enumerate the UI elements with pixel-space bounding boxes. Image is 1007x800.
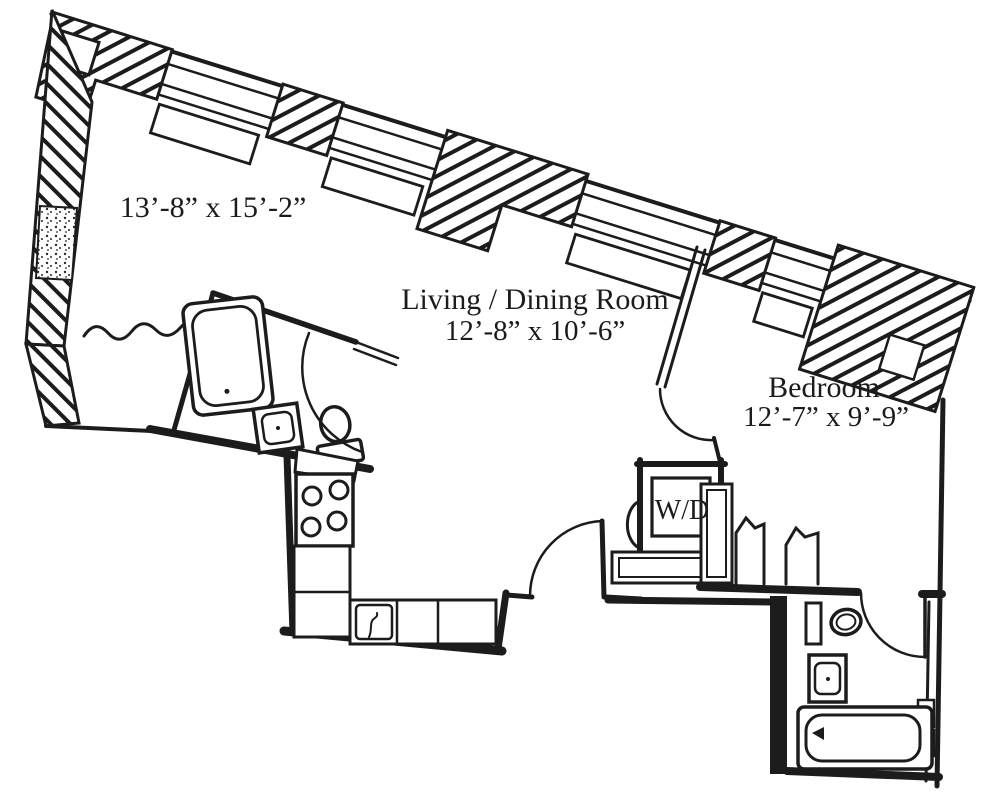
- window-sill: [751, 290, 815, 339]
- closet-front: [784, 525, 820, 586]
- bedroom-dimensions-label: 12’-7” x 9’-9”: [743, 401, 909, 433]
- sink-basin: [813, 661, 842, 696]
- plumbing-wall: [770, 596, 787, 774]
- kitchen: [292, 447, 498, 646]
- kitchen-left-wall: [283, 452, 297, 637]
- room1-dimensions-label: 13’-8” x 15’-2”: [120, 191, 307, 224]
- bathroom-door-arc: [859, 591, 927, 659]
- shaft-wall: [34, 204, 79, 282]
- window-frame-line: [166, 62, 832, 273]
- toilet-tank: [804, 601, 823, 646]
- washer-dryer-label: W/D: [655, 495, 709, 526]
- bedroom-partition: [655, 245, 722, 464]
- living-dining-dimensions-label: 12’-8” x 10’-6”: [445, 315, 625, 347]
- entry-door-arc: [528, 519, 604, 598]
- entry-wall-stub: [503, 592, 535, 600]
- bathtub-basin: [191, 305, 265, 407]
- bathtub-basin: [804, 713, 922, 763]
- window-glazing-lines: [157, 82, 826, 303]
- bedroom-lower: [696, 482, 946, 659]
- window-sill: [320, 156, 425, 217]
- bedroom-closet-inner: [706, 489, 727, 578]
- bathroom-left: [171, 290, 400, 469]
- partition-wall-line: [663, 248, 707, 389]
- bathtub-faucet: [812, 727, 824, 740]
- window-sill: [148, 102, 261, 166]
- sink-basin: [260, 410, 296, 446]
- burner: [300, 516, 322, 538]
- top-window-wall: [34, 10, 976, 414]
- toilet-bowl: [829, 607, 863, 637]
- burner: [301, 485, 323, 507]
- wall-stub: [712, 436, 722, 464]
- wall-pier: [701, 218, 778, 293]
- bathroom-right: [770, 596, 943, 783]
- wall-pier: [264, 82, 346, 158]
- closet-door-curve: [625, 499, 643, 551]
- bathtub-drain: [224, 388, 230, 394]
- closet-break-line: [82, 320, 200, 341]
- wall-segment: [44, 424, 154, 433]
- burner: [328, 479, 350, 501]
- foyer-step-wall: [494, 589, 510, 653]
- bathtub-outline: [796, 705, 934, 771]
- hall-bottom-wall: [604, 596, 777, 606]
- corner-wall-pier: [797, 243, 976, 414]
- right-exterior-wall: [934, 397, 946, 789]
- door-swing-arc: [301, 331, 364, 454]
- burner: [326, 510, 348, 532]
- kitchen-sink: [354, 603, 394, 641]
- toilet: [829, 607, 863, 637]
- door-leaf: [352, 340, 400, 367]
- bedroom-door-arc: [658, 387, 716, 442]
- hatched-wall: [24, 342, 81, 428]
- sink-drain: [276, 426, 280, 430]
- kitchen-faucet: [368, 612, 379, 638]
- left-exterior-wall: [24, 9, 94, 428]
- living-dining-label: Living / Dining Room: [401, 283, 669, 316]
- bathtub-outline: [181, 295, 275, 417]
- bathroom-bottom-wall: [783, 767, 943, 781]
- bedroom-label: Bedroom: [768, 371, 880, 404]
- bathtub: [181, 295, 275, 417]
- entry-door-leaf: [599, 518, 607, 600]
- partition-wall-line: [655, 245, 699, 386]
- sink-drain: [826, 677, 830, 681]
- wall-pier: [415, 128, 590, 253]
- bathroom-sink: [251, 401, 305, 455]
- counter-run: [348, 598, 498, 646]
- toilet-bowl-inner: [835, 613, 857, 631]
- counter-division: [395, 598, 440, 646]
- column-void: [877, 332, 926, 382]
- closet-front: [734, 515, 766, 586]
- bedroom-bottom-wall: [696, 583, 862, 596]
